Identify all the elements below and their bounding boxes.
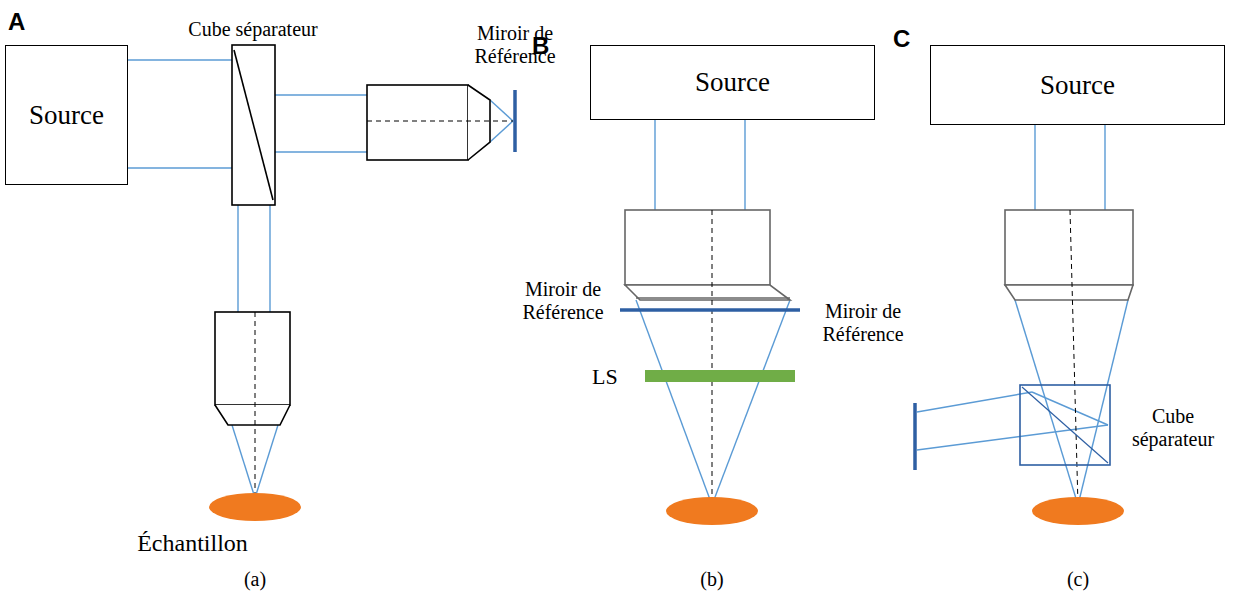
optical-axis [255, 121, 1078, 505]
part-label: Miroir de Référence [455, 22, 575, 68]
box-label: Source [21, 96, 112, 135]
part-label: (c) [1048, 568, 1108, 591]
part-label: Échantillon [130, 530, 255, 558]
light-beams [128, 60, 1128, 505]
part-label: LS [592, 364, 637, 389]
part-label: (b) [682, 568, 742, 591]
box-label: Source [687, 63, 778, 102]
part-label: (a) [225, 568, 285, 591]
sample [209, 493, 1124, 525]
panel-letter: C [893, 25, 923, 53]
source-box: Source [590, 45, 875, 120]
part-label: Cube séparateur [153, 18, 353, 41]
objective [215, 85, 1133, 425]
source-box: Source [930, 45, 1225, 125]
source-box: Source [5, 45, 128, 185]
part-label: Miroir de Référence [508, 278, 618, 324]
part-label: Miroir de Référence [808, 300, 918, 346]
box-label: Source [1032, 66, 1123, 105]
beam-splitter [1020, 385, 1110, 465]
part-label: Cube séparateur [1118, 405, 1228, 451]
slide [645, 370, 795, 382]
beam-splitter [232, 45, 275, 205]
panel-letter: A [8, 8, 38, 36]
panel-letter: B [532, 32, 562, 60]
